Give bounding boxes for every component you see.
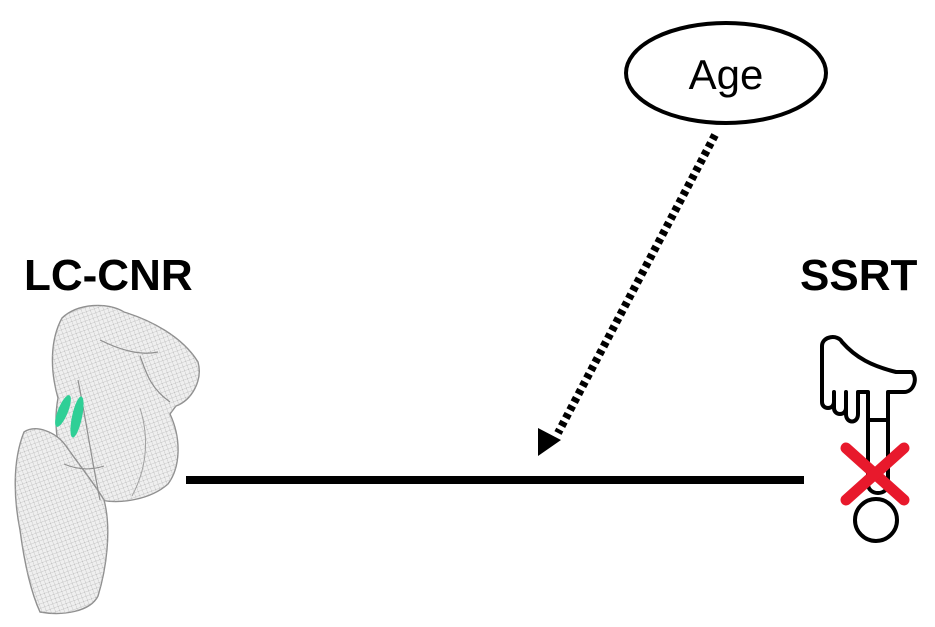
moderation-arrow-shaft (554, 133, 719, 435)
lc-highlight-left (55, 395, 71, 427)
moderation-arrowhead (538, 428, 561, 456)
moderation-arrow (538, 133, 719, 456)
brainstem-mesh-icon (14, 304, 200, 615)
age-node: Age (624, 21, 828, 125)
ssrt-label: SSRT (800, 251, 917, 300)
age-ellipse (624, 21, 828, 125)
lc-highlight-right (70, 396, 84, 438)
stop-pointing-hand-icon (820, 335, 917, 543)
lc-cnr-label: LC-CNR (24, 251, 193, 300)
target-circle (853, 497, 899, 543)
age-label: Age (689, 51, 764, 98)
stop-cross-b (840, 442, 910, 506)
